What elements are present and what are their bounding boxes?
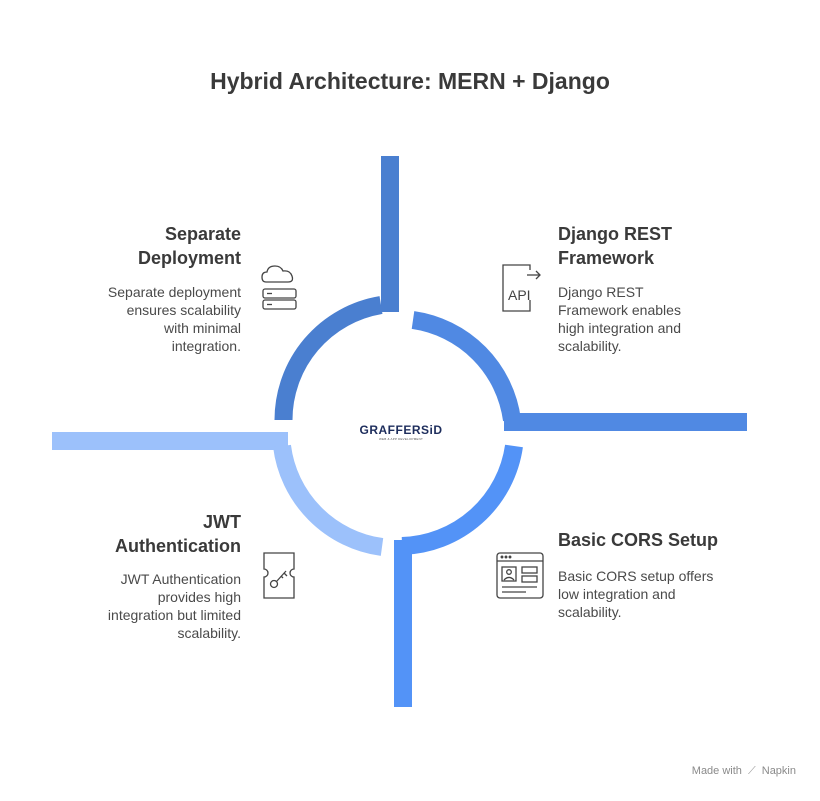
top-connector-bar [381, 156, 399, 312]
center-logo: GRAFFERSiD WEB & APP DEVELOPMENT [358, 423, 444, 441]
description-line: provides high [157, 589, 241, 605]
bottom-left-arc [273, 444, 384, 556]
top-left-arc [274, 296, 383, 421]
heading-line: Separate [164, 224, 241, 244]
separate-deployment-heading: Separate Deployment [100, 222, 241, 270]
description-line: ensures scalability [126, 302, 241, 318]
description-line: Framework enables [558, 302, 681, 318]
napkin-logo-icon: ⟋ [747, 765, 756, 777]
top-right-arc [411, 311, 521, 422]
description-line: Separate deployment [107, 284, 241, 300]
description-line: Basic CORS setup offers [558, 568, 714, 584]
description-line: with minimal [163, 320, 241, 336]
django-rest-framework-heading: Django REST Framework [558, 222, 758, 270]
description-line: scalability. [558, 338, 622, 354]
heading-line: Basic CORS Setup [558, 530, 719, 550]
heading-line: Framework [558, 248, 655, 268]
bottom-right-arc [401, 444, 523, 555]
django-rest-framework-description: Django REST Framework enables high integ… [558, 283, 758, 355]
description-line: scalability. [177, 625, 241, 641]
watermark-brand: Napkin [761, 765, 796, 777]
key-ticket-icon [263, 552, 295, 599]
description-line: low integration and [558, 586, 676, 602]
watermark-prefix: Made with [691, 765, 742, 777]
description-line: scalability. [558, 604, 622, 620]
api-document-icon [502, 264, 541, 312]
logo-tagline: WEB & APP DEVELOPMENT [379, 437, 423, 441]
description-line: integration but limited [107, 607, 241, 623]
description-line: high integration and [558, 320, 681, 336]
right-connector-bar [504, 413, 747, 431]
bottom-connector-bar [394, 540, 412, 707]
made-with-napkin-watermark[interactable]: Made with ⟋ Napkin [692, 765, 796, 778]
description-line: Django REST [558, 284, 644, 300]
heading-line: Authentication [115, 536, 241, 556]
logo-wordmark: GRAFFERSiD [359, 423, 443, 437]
heading-line: Deployment [137, 248, 241, 268]
heading-line: JWT [203, 512, 241, 532]
browser-window-icon [496, 552, 544, 599]
cloud-server-icon [261, 265, 297, 310]
description-line: JWT Authentication [120, 571, 241, 587]
description-line: integration. [171, 338, 241, 354]
diagram-title: Hybrid Architecture: MERN + Django [210, 68, 610, 94]
basic-cors-setup-heading: Basic CORS Setup [558, 528, 778, 552]
separate-deployment-description: Separate deployment ensures scalability … [80, 283, 241, 355]
api-icon-text: API [508, 287, 531, 303]
jwt-authentication-description: JWT Authentication provides high integra… [70, 570, 241, 642]
left-connector-bar [52, 432, 288, 450]
basic-cors-setup-description: Basic CORS setup offers low integration … [558, 567, 758, 621]
jwt-authentication-heading: JWT Authentication [80, 510, 241, 558]
heading-line: Django REST [558, 224, 673, 244]
